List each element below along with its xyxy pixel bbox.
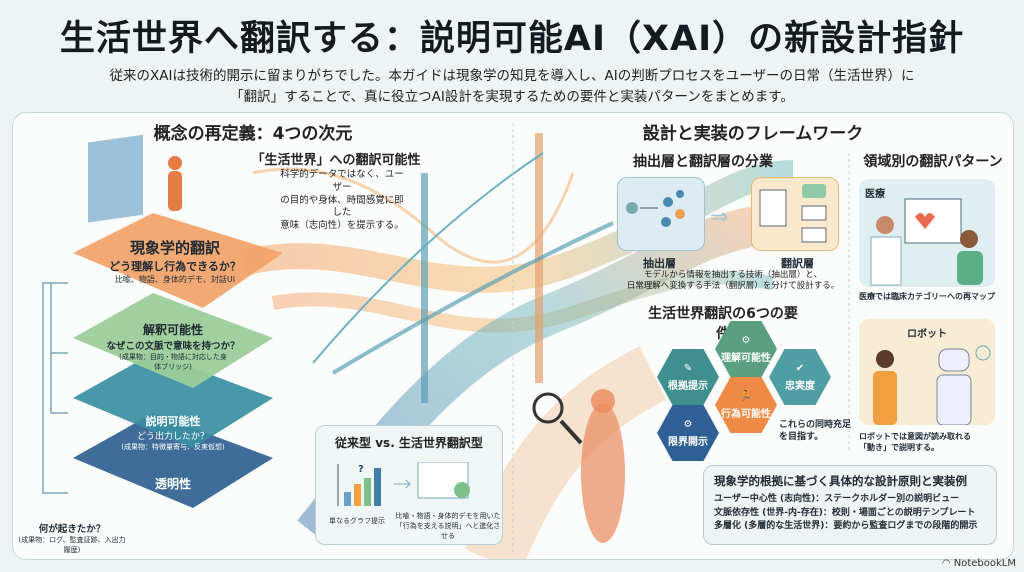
subtitle-line-1: 従来のXAIは技術的開示に留まりがちでした。本ガイドは現象学の知見を導入し、AI… bbox=[109, 68, 915, 84]
main-panel: 概念の再定義：4つの次元 「生活世界」への翻訳可能性 科学的データではなく、ユー… bbox=[12, 112, 1014, 560]
lifeworld-text-line: 意味（志向性）を提示する。 bbox=[280, 220, 404, 232]
layer-note: (成果物：目的・物語に対応した身体ブリッジ) bbox=[119, 353, 227, 371]
caption-line: 「動き」で説明する。 bbox=[859, 443, 939, 453]
medical-card: 医療 bbox=[859, 179, 995, 287]
comparison-graphic: ? bbox=[337, 462, 470, 506]
layer-name: 解釈可能性 bbox=[142, 323, 203, 337]
requirement-label: 行為可能性 bbox=[721, 408, 771, 420]
neural-network-icon bbox=[626, 190, 685, 227]
chat-output-icon bbox=[759, 184, 827, 243]
notebooklm-branding: ◠ NotebookLM bbox=[942, 558, 1016, 569]
division-text-line: モデルから情報を抽出する技術（抽出層）と、 bbox=[643, 270, 823, 280]
brain-icon: ⚙ bbox=[741, 334, 751, 346]
svg-text:?: ? bbox=[358, 464, 364, 475]
robot-card: ロボット bbox=[859, 319, 995, 425]
translate-label: 翻訳層 bbox=[781, 257, 814, 270]
layer-question: どう出力したか？ bbox=[136, 432, 209, 442]
concept-heading: 概念の再定義：4つの次元 bbox=[153, 124, 353, 144]
data-panel-icon bbox=[88, 134, 143, 223]
requirement-label: 忠実度 bbox=[785, 380, 815, 392]
robot-label: ロボット bbox=[907, 329, 947, 340]
comparison-right-caption: 比喩・物語・身体的デモを用いた 「行為を支える説明」へと進化させる bbox=[394, 512, 502, 541]
principle-item: 文脈依存性 (世界-内-存在)：校則・場面ごとの説明テンプレート bbox=[714, 507, 976, 518]
running-person-icon: 🏃 bbox=[739, 390, 753, 402]
document-icon: ✎ bbox=[683, 362, 693, 374]
gear-alert-icon: ⚙ bbox=[683, 418, 693, 430]
medical-label: 医療 bbox=[865, 189, 885, 200]
layer-explainability bbox=[73, 353, 273, 448]
requirement-label: 根拠提示 bbox=[668, 380, 708, 392]
page-title: 生活世界へ翻訳する：説明可能AI（XAI）の新設計指針 bbox=[59, 19, 965, 59]
doctor-patient-illustration bbox=[870, 198, 983, 286]
layer-question: どう理解し行為できるか？ bbox=[109, 260, 241, 273]
caption-line: 「行為を支える説明」へと進化させる bbox=[395, 521, 501, 540]
extraction-layer-card bbox=[617, 177, 705, 251]
layer-note: 比喩、物語、身体的デモ、対話UI bbox=[114, 275, 236, 284]
patterns-title: 領域別の翻訳パターン bbox=[863, 154, 1003, 170]
medical-caption: 医療では臨床カテゴリーへの再マップ bbox=[859, 292, 995, 301]
notebooklm-logo-icon: ◠ bbox=[941, 558, 954, 569]
lifeworld-text: 科学的データではなく、ユーザー の目的や身体、時間感覚に即した 意味（志向性）を… bbox=[277, 169, 407, 233]
requirements-note: これらの同時充足 を目指す。 bbox=[779, 419, 851, 443]
requirement-label: 限界開示 bbox=[668, 436, 708, 448]
caption-line: 比喩・物語・身体的デモを用いた bbox=[395, 512, 501, 520]
division-title: 抽出層と翻訳層の分業 bbox=[633, 154, 773, 170]
branding-text: NotebookLM bbox=[953, 558, 1016, 569]
layer-interpretability bbox=[73, 293, 273, 388]
shield-check-icon: ✔ bbox=[795, 362, 805, 374]
note-line: これらの同時充足 bbox=[779, 420, 852, 430]
robot-human-illustration bbox=[873, 345, 991, 425]
principle-item: ユーザー中心性 (志向性)：ステークホルダー別の説明ビュー bbox=[714, 494, 960, 504]
note-line: を目指す。 bbox=[779, 432, 824, 443]
comparison-left-caption: 単なるグラフ提示 bbox=[329, 517, 385, 525]
layer-question: 何が起きたか？ bbox=[38, 524, 106, 535]
connector-arrows bbox=[42, 282, 68, 494]
principles-card: 現象学的根拠に基づく具体的な設計原則と実装例 ユーザー中心性 (志向性)：ステー… bbox=[703, 465, 997, 545]
lifeworld-text-line: の目的や身体、時間感覚に即した bbox=[280, 194, 404, 219]
principles-list: ユーザー中心性 (志向性)：ステークホルダー別の説明ビュー 文脈依存性 (世界-… bbox=[714, 493, 996, 534]
arrow-icon: ⇒ bbox=[710, 205, 729, 230]
caption-line: ロボットでは意図が読み取れる bbox=[859, 432, 971, 441]
layer-stack bbox=[42, 134, 283, 508]
layer-note: (成果物：特徴量寄与、反実仮想) bbox=[121, 443, 225, 451]
person-icon bbox=[168, 156, 182, 170]
layer-1-text: 現象学的翻訳 どう理解し行為できるか？ 比喩、物語、身体的デモ、対話UI bbox=[75, 237, 275, 285]
layer-4-name: 透明性 bbox=[154, 477, 191, 491]
layer-phenomenological bbox=[73, 213, 283, 308]
layer-transparency bbox=[73, 413, 273, 508]
layer-name: 説明可能性 bbox=[145, 415, 201, 428]
comparison-title: 従来型 vs. 生活世界翻訳型 bbox=[335, 436, 483, 450]
subtitle-line-2: 「翻訳」することで、真に役立つAI設計を実現するための要件と実装パターンをまとめ… bbox=[230, 89, 794, 105]
layer-4-text: 何が起きたか？ (成果物：ログ、監査証跡、入出力履歴) bbox=[17, 521, 127, 555]
framework-heading: 設計と実装のフレームワーク bbox=[642, 124, 864, 144]
layer-question: なぜこの文脈で意味を持つか？ bbox=[106, 341, 240, 352]
layer-note: (成果物：ログ、監査証跡、入出力履歴) bbox=[18, 536, 126, 554]
robot-caption: ロボットでは意図が読み取れる 「動き」で説明する。 bbox=[859, 431, 971, 453]
principle-item: 多層化 (多層的な生活世界)：要約から監査ログまでの段階的開示 bbox=[714, 521, 978, 531]
division-text: モデルから情報を抽出する技術（抽出層）と、 日常理解へ変換する手法（翻訳層）を分… bbox=[613, 270, 853, 293]
translation-layer-card bbox=[751, 177, 839, 251]
division-text-line: 日常理解へ変換する手法（翻訳層）を分けて設計する。 bbox=[626, 281, 840, 292]
lifeworld-text-line: 科学的データではなく、ユーザー bbox=[280, 169, 404, 193]
lifeworld-title: 「生活世界」への翻訳可能性 bbox=[251, 153, 421, 168]
extract-label: 抽出層 bbox=[643, 257, 676, 270]
layer-3-text: 説明可能性 どう出力したか？ (成果物：特徴量寄与、反実仮想) bbox=[73, 413, 273, 452]
requirement-label: 理解可能性 bbox=[721, 352, 771, 364]
principles-title: 現象学的根拠に基づく具体的な設計原則と実装例 bbox=[714, 474, 967, 488]
comparison-card: 従来型 vs. 生活世界翻訳型 ? 単なるグラフ提示 比喩・物語・身体的デモを用… bbox=[315, 425, 503, 545]
layer-2-text: 解釈可能性 なぜこの文脈で意味を持つか？ (成果物：目的・物語に対応した身体ブリ… bbox=[73, 321, 273, 372]
layer-name: 現象学的翻訳 bbox=[129, 239, 220, 257]
